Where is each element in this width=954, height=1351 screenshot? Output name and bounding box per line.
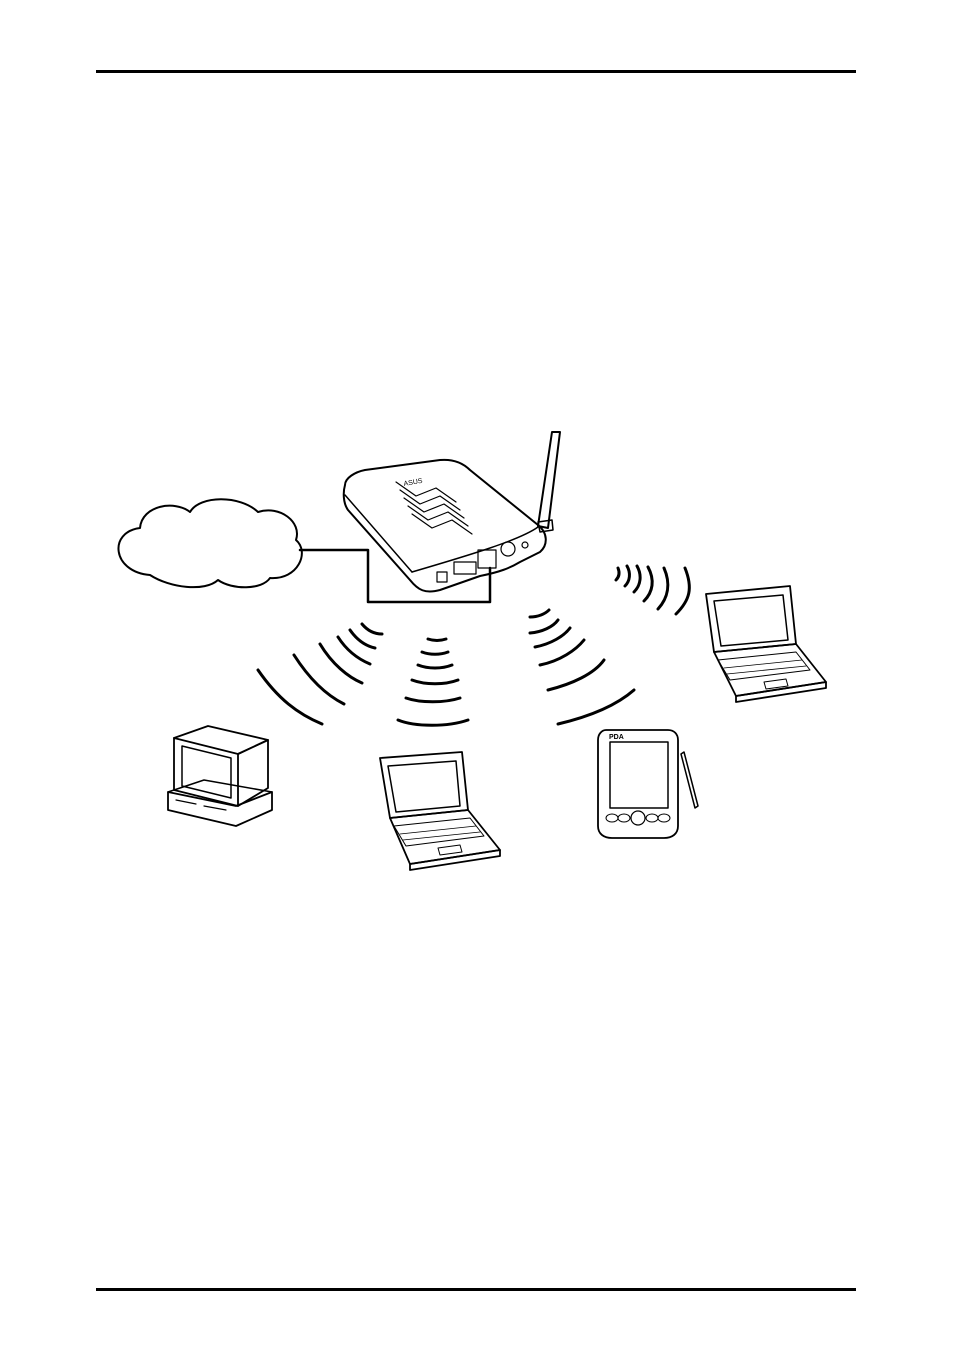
usb-port: [454, 562, 476, 574]
wireless-waves-left: [258, 624, 382, 724]
router-vents: [396, 482, 472, 534]
wireless-waves-center: [398, 639, 468, 725]
pda: PDA: [598, 730, 698, 838]
ethernet-port: [478, 550, 496, 568]
internet-cloud: [118, 499, 301, 587]
av-port: [501, 542, 515, 556]
router-antenna: [538, 432, 560, 528]
laptop-right: [706, 586, 826, 702]
desktop-computer: [168, 726, 272, 826]
laptop-bottom: [380, 752, 500, 870]
wireless-router: ASUS: [344, 432, 560, 592]
wireless-waves-pda: [530, 610, 634, 724]
router-brand: ASUS: [403, 478, 423, 488]
stylus: [681, 752, 698, 808]
pda-label: PDA: [609, 734, 624, 741]
pda-screen: [610, 742, 668, 808]
power-port: [437, 572, 447, 582]
status-led: [522, 542, 528, 548]
wireless-waves-right: [616, 566, 689, 614]
